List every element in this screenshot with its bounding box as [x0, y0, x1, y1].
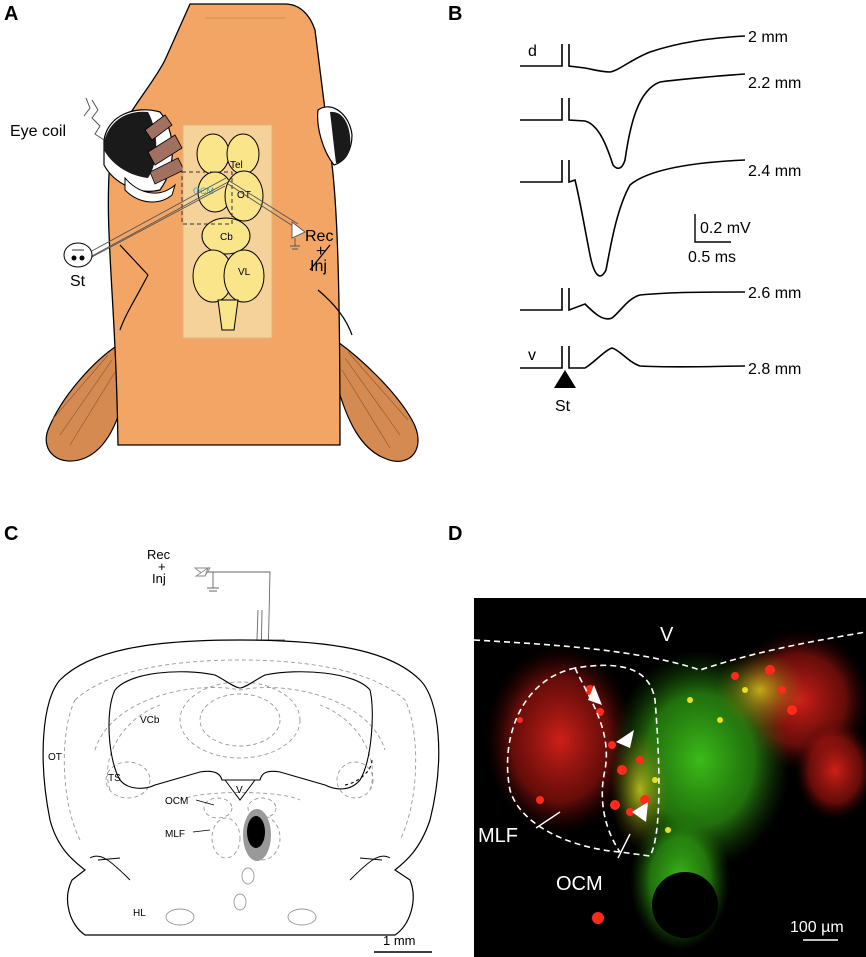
hl-label: HL	[133, 908, 146, 919]
ot-label-c: OT	[48, 752, 62, 763]
cell-arrowhead-icon-2	[616, 730, 634, 748]
region-of-interest-box	[181, 171, 233, 225]
trace-2.8mm	[520, 346, 746, 369]
panel-a-letter: A	[4, 3, 18, 25]
ts-label: TS	[108, 773, 121, 784]
scale-voltage-label: 0.2 mV	[700, 220, 751, 237]
panel-b: B d v 2 mm 2.2 mm 2.4 mm 2.6 mm 2.8 mm 0…	[448, 3, 801, 415]
depth-label-4: 2.6 mm	[748, 285, 801, 302]
mlf-label-c: MLF	[165, 829, 185, 840]
depth-label-5: 2.8 mm	[748, 361, 801, 378]
hl-left-ellipse	[165, 908, 195, 926]
ocm-leader	[617, 833, 631, 859]
right-eye	[317, 106, 353, 166]
right-fin	[337, 340, 419, 462]
mlf-leader	[535, 811, 561, 829]
panel-d: D	[448, 523, 866, 957]
brain-ot-label: OT	[237, 190, 251, 201]
scale-time-label: 0.5 ms	[688, 249, 736, 266]
inj-label: Inj	[310, 258, 327, 275]
micrograph-outlines	[473, 631, 866, 857]
recording-electrode	[227, 179, 306, 250]
ventricle-label-c: V	[236, 785, 243, 796]
scale-bar-b	[694, 214, 731, 243]
eye-muscles	[144, 114, 185, 185]
inj-label-c: Inj	[152, 571, 166, 586]
rec-plus-label: +	[316, 243, 325, 260]
micrograph	[485, 630, 866, 950]
hl-right-ellipse	[287, 908, 317, 926]
stim-arrowhead-icon	[554, 370, 576, 388]
ocm-label-d: OCM	[556, 873, 603, 895]
cell-arrowhead-icon-3	[632, 802, 648, 822]
dorsal-label: d	[528, 43, 537, 60]
stim-electrodes	[89, 177, 229, 259]
depth-label-2: 2.2 mm	[748, 75, 801, 92]
brain	[192, 133, 265, 331]
trace-2.4mm	[520, 159, 746, 277]
brain-cb-label: Cb	[220, 232, 233, 243]
depth-label-3: 2.4 mm	[748, 163, 801, 180]
eye-coil-label: Eye coil	[10, 123, 66, 140]
ventral-label: v	[528, 347, 536, 364]
left-fin	[45, 343, 126, 462]
rec-label: Rec	[305, 228, 333, 245]
trace-2.6mm	[520, 288, 746, 320]
field-potential-traces	[520, 35, 746, 369]
trace-2mm	[520, 35, 746, 73]
scale-label-c: 1 mm	[383, 933, 416, 948]
section-outline	[42, 639, 440, 936]
injection-site-core	[247, 816, 265, 848]
rec-plus-label-c: +	[158, 559, 166, 574]
rec-label-c: Rec	[147, 547, 171, 562]
trace-2.2mm	[520, 73, 746, 170]
scale-label-d: 100 µm	[790, 919, 844, 936]
ocm-label-c: OCM	[165, 796, 188, 807]
panel-c: C Rec + Inj	[4, 523, 440, 953]
vcb-label: VCb	[140, 715, 160, 726]
cell-arrowhead-icon-1	[588, 685, 602, 705]
panel-a: A Eye co	[4, 3, 419, 462]
ventricle-label-d: V	[660, 624, 674, 646]
mlf-label-d: MLF	[478, 825, 518, 847]
stim-label: St	[70, 273, 86, 290]
brain-ocm-label: OCM	[193, 186, 214, 196]
panel-d-letter: D	[448, 523, 462, 545]
panel-c-letter: C	[4, 523, 18, 545]
brain-vl-label: VL	[238, 267, 251, 278]
brain-tel-label: Tel	[230, 160, 243, 171]
depth-label-1: 2 mm	[748, 29, 788, 46]
stim-icon	[63, 242, 93, 268]
eye-coil-wire	[91, 99, 105, 141]
panel-b-letter: B	[448, 3, 462, 25]
stim-label-b: St	[555, 398, 571, 415]
